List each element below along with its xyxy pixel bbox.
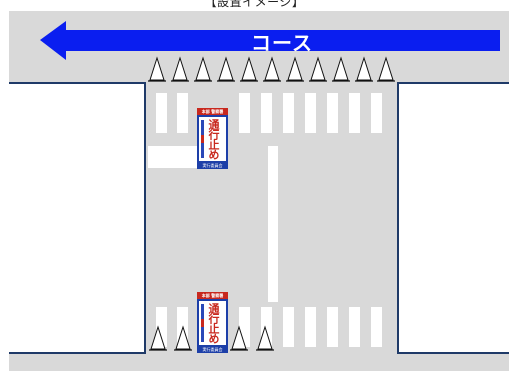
traffic-cone-icon	[149, 325, 167, 351]
traffic-cone-icon	[256, 325, 274, 351]
road-closed-sign-icon: 本部 警察署 通行止め 実行委員会	[197, 108, 228, 169]
top-cone-row	[148, 56, 395, 82]
traffic-cone-icon	[217, 56, 235, 82]
center-line	[268, 146, 278, 302]
sign-body: 通行止め	[197, 115, 228, 163]
sign-stripe	[201, 120, 204, 158]
traffic-cone-icon	[230, 325, 248, 351]
sign-footer: 実行委員会	[197, 347, 228, 353]
traffic-cone-icon	[174, 325, 192, 351]
right-curb	[397, 82, 509, 354]
traffic-cone-icon	[286, 56, 304, 82]
sign-header: 本部 警察署	[197, 108, 228, 115]
traffic-cone-icon	[332, 56, 350, 82]
bottom-cone-row	[149, 325, 274, 351]
sign-text: 通行止め	[207, 303, 220, 343]
traffic-cone-icon	[171, 56, 189, 82]
stop-line	[148, 146, 198, 168]
traffic-cone-icon	[194, 56, 212, 82]
sign-body: 通行止め	[197, 299, 228, 347]
left-curb	[9, 82, 146, 354]
sign-stripe	[201, 304, 204, 342]
traffic-cone-icon	[377, 56, 395, 82]
left-arrow-icon	[40, 21, 500, 60]
course-label: コース	[251, 31, 313, 55]
traffic-cone-icon	[148, 56, 166, 82]
diagram-caption: 【設置イメージ】	[204, 0, 305, 9]
road-closed-sign-icon: 本部 警察署 通行止め 実行委員会	[197, 292, 228, 353]
traffic-cone-icon	[263, 56, 281, 82]
sign-text: 通行止め	[207, 119, 220, 159]
bottom-road	[9, 353, 509, 371]
sign-footer: 実行委員会	[197, 163, 228, 169]
traffic-cone-icon	[240, 56, 258, 82]
sign-header: 本部 警察署	[197, 292, 228, 299]
traffic-cone-icon	[309, 56, 327, 82]
top-crosswalk	[156, 93, 382, 133]
traffic-cone-icon	[355, 56, 373, 82]
